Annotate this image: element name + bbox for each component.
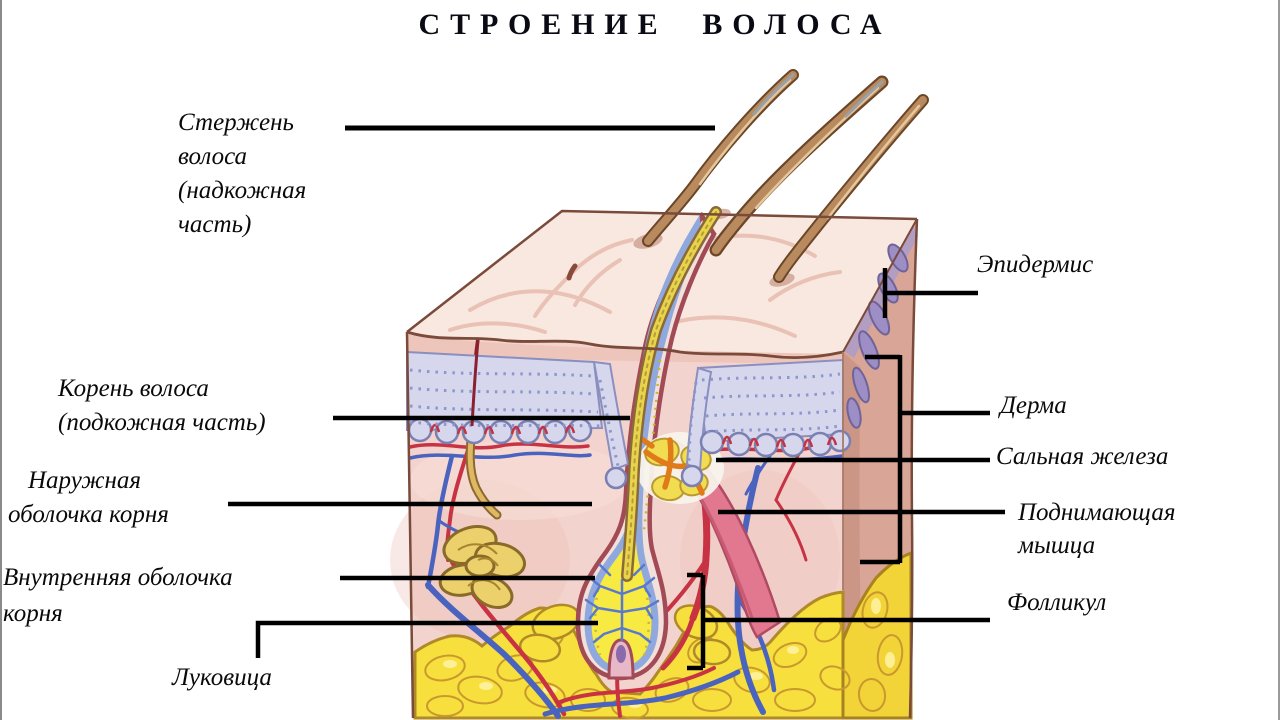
top-face	[407, 211, 917, 358]
label-dermis: Дерма	[1000, 392, 1067, 419]
right-border-line	[1278, 0, 1280, 720]
block-outlines	[405, 209, 919, 719]
bulb-capillary-network	[584, 563, 660, 644]
hair-shaft-main	[709, 75, 889, 257]
hair-shafts	[621, 69, 929, 582]
fat-highlights	[443, 598, 895, 708]
epidermis-speckles	[409, 368, 841, 467]
label-outer-root-sheath: Наружная оболочка корня	[8, 467, 169, 528]
hair-shaft-left	[642, 69, 799, 247]
leader-follicle-bracket	[687, 572, 990, 671]
fat-lobules	[424, 591, 904, 720]
hair-root-core	[621, 206, 722, 582]
epidermis-pegs	[407, 417, 852, 490]
label-arrector-muscle: Поднимающая мышца	[1018, 499, 1176, 559]
upper-dermis-strip	[407, 334, 843, 364]
label-hair-shaft: Стержень волоса (надкожная часть)	[178, 109, 307, 238]
label-follicle: Фолликул	[1007, 589, 1107, 616]
leader-lines	[228, 125, 1005, 671]
hair-shaft-right	[773, 94, 929, 283]
fat-pockets-near-bulb	[518, 603, 732, 666]
left-border-line	[0, 0, 2, 720]
label-sebaceous-gland: Сальная железа	[996, 443, 1169, 470]
papillary-capillary-loops	[429, 423, 838, 448]
epidermis-layer	[406, 339, 852, 490]
leader-bulb	[255, 620, 598, 658]
diagram-title: СТРОЕНИЕ ВОЛОСА	[418, 8, 892, 41]
label-inner-root-sheath: Внутренняя оболочка корня	[3, 564, 233, 627]
label-hair-root: Корень волоса (подкожная часть)	[58, 375, 266, 436]
label-bulb: Луковица	[172, 664, 272, 691]
leader-epidermis	[882, 268, 978, 318]
label-epidermis: Эпидермис	[977, 251, 1094, 278]
